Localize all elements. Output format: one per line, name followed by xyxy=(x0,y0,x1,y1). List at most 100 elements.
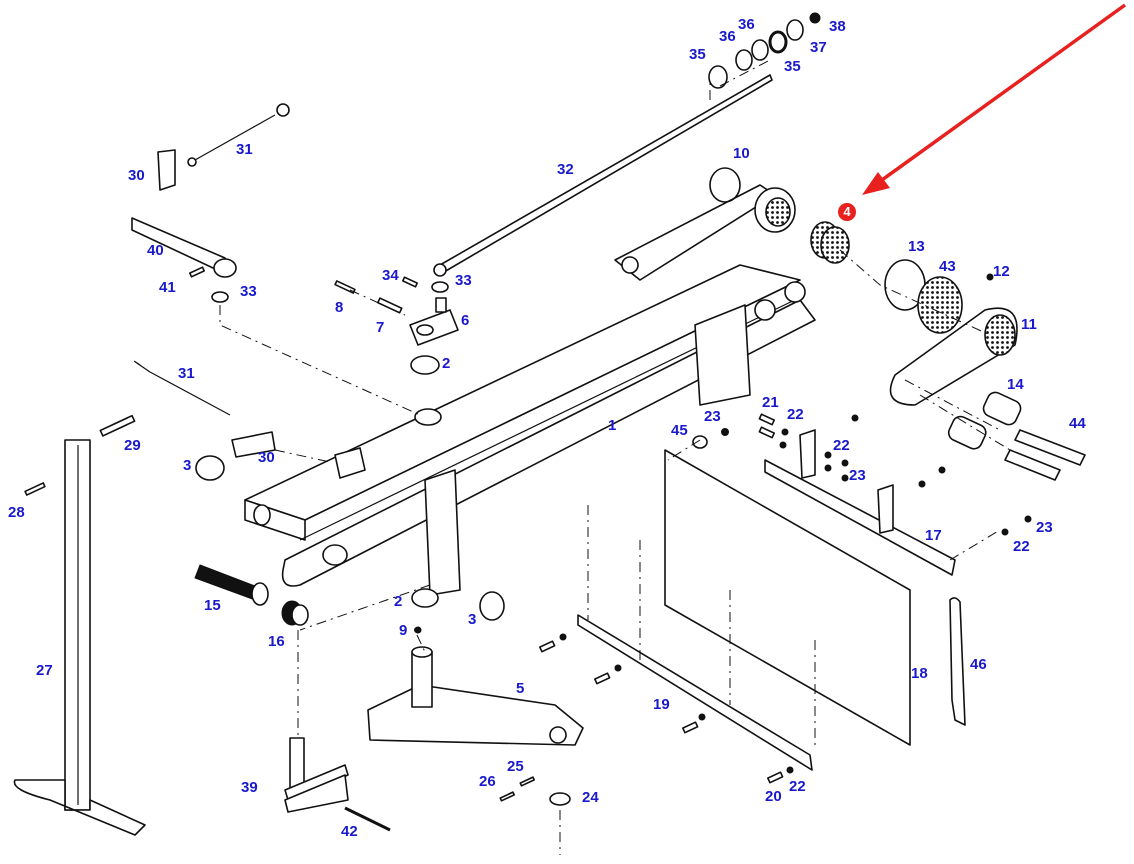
stand-27 xyxy=(13,439,146,836)
pin-41 xyxy=(189,266,205,278)
callout-10: 10 xyxy=(733,145,750,162)
callout-33: 33 xyxy=(240,283,257,300)
beam-brackets xyxy=(424,281,806,596)
screen-panel-18 xyxy=(664,449,911,746)
callout-20: 20 xyxy=(765,788,782,805)
callout-25: 25 xyxy=(507,758,524,775)
lanyard-31-left xyxy=(133,360,231,416)
spring-42 xyxy=(344,806,391,832)
washer-33-left xyxy=(211,291,229,303)
callout-1: 1 xyxy=(608,417,617,434)
rail-19 xyxy=(577,614,813,771)
callout-40: 40 xyxy=(147,242,164,259)
rod-32 xyxy=(433,74,773,277)
callout-21: 21 xyxy=(762,394,779,411)
pin-25 xyxy=(519,776,535,787)
callout-14: 14 xyxy=(1007,376,1024,393)
assembly-lines xyxy=(219,59,1011,855)
callout-35: 35 xyxy=(784,58,801,75)
callout-3: 3 xyxy=(468,611,477,628)
callout-8: 8 xyxy=(335,299,344,316)
washer-24 xyxy=(549,792,571,806)
callout-9: 9 xyxy=(399,622,408,639)
roller-15 xyxy=(194,564,269,606)
callout-23: 23 xyxy=(1036,519,1053,536)
callout-33: 33 xyxy=(455,272,472,289)
main-beam xyxy=(244,264,816,587)
pin-26 xyxy=(499,791,515,802)
callout-30: 30 xyxy=(258,449,275,466)
callout-46: 46 xyxy=(970,656,987,673)
pivot-39 xyxy=(284,737,349,813)
bushing-43 xyxy=(917,276,963,334)
callout-12: 12 xyxy=(993,263,1010,280)
callout-32: 32 xyxy=(557,161,574,178)
callout-26: 26 xyxy=(479,773,496,790)
callout-7: 7 xyxy=(376,319,385,336)
callout-31: 31 xyxy=(178,365,195,382)
block-6 xyxy=(409,297,459,346)
callout-17: 17 xyxy=(925,527,942,544)
pin-7 xyxy=(377,297,403,314)
highlight-badge[interactable]: 4 xyxy=(838,203,856,221)
pin-28 xyxy=(24,482,46,496)
callout-29: 29 xyxy=(124,437,141,454)
lever-40 xyxy=(131,217,237,278)
callout-23: 23 xyxy=(849,467,866,484)
bracket-22 xyxy=(799,429,816,479)
washer-33-center xyxy=(431,281,449,293)
box-bracket xyxy=(334,447,366,479)
callout-18: 18 xyxy=(911,665,928,682)
clip-30-top xyxy=(157,149,176,191)
callout-31: 31 xyxy=(236,141,253,158)
callout-38: 38 xyxy=(829,18,846,35)
callout-16: 16 xyxy=(268,633,285,650)
bracket-right xyxy=(877,484,894,534)
callout-22: 22 xyxy=(787,406,804,423)
bushing-3-left xyxy=(195,455,225,481)
callout-28: 28 xyxy=(8,504,25,521)
callout-42: 42 xyxy=(341,823,358,840)
callout-2: 2 xyxy=(442,355,451,372)
callout-45: 45 xyxy=(671,422,688,439)
roller-16 xyxy=(281,600,309,626)
nut-12 xyxy=(986,273,994,281)
callout-19: 19 xyxy=(653,696,670,713)
bushing-4 xyxy=(810,221,850,264)
bushing-2-bottom xyxy=(411,588,439,608)
callout-27: 27 xyxy=(36,662,53,679)
washer-stack xyxy=(708,12,821,89)
callout-44: 44 xyxy=(1069,415,1086,432)
callout-30: 30 xyxy=(128,167,145,184)
callout-35: 35 xyxy=(689,46,706,63)
callout-15: 15 xyxy=(204,597,221,614)
highlight-arrow xyxy=(862,3,1127,195)
callout-22: 22 xyxy=(833,437,850,454)
bushing-2-beam xyxy=(414,408,442,426)
bushing-3-bottom xyxy=(479,591,505,621)
bolts-44 xyxy=(1004,429,1086,481)
callout-13: 13 xyxy=(908,238,925,255)
callout-5: 5 xyxy=(516,680,525,697)
callout-36: 36 xyxy=(719,28,736,45)
spacers-14 xyxy=(947,391,1022,450)
callout-2: 2 xyxy=(394,593,403,610)
pin-34 xyxy=(402,276,418,288)
callout-37: 37 xyxy=(810,39,827,56)
callout-43: 43 xyxy=(939,258,956,275)
pin-29 xyxy=(99,414,136,437)
callout-36: 36 xyxy=(738,16,755,33)
upper-arm xyxy=(614,184,796,281)
callout-3: 3 xyxy=(183,457,192,474)
lanyard-31-top xyxy=(187,103,290,167)
callout-34: 34 xyxy=(382,267,399,284)
callout-22: 22 xyxy=(789,778,806,795)
callout-23: 23 xyxy=(704,408,721,425)
plate-11 xyxy=(889,307,1018,406)
callout-22: 22 xyxy=(1013,538,1030,555)
plate-5 xyxy=(367,626,584,746)
bushing-2-top xyxy=(410,355,440,375)
callout-41: 41 xyxy=(159,279,176,296)
callout-39: 39 xyxy=(241,779,258,796)
